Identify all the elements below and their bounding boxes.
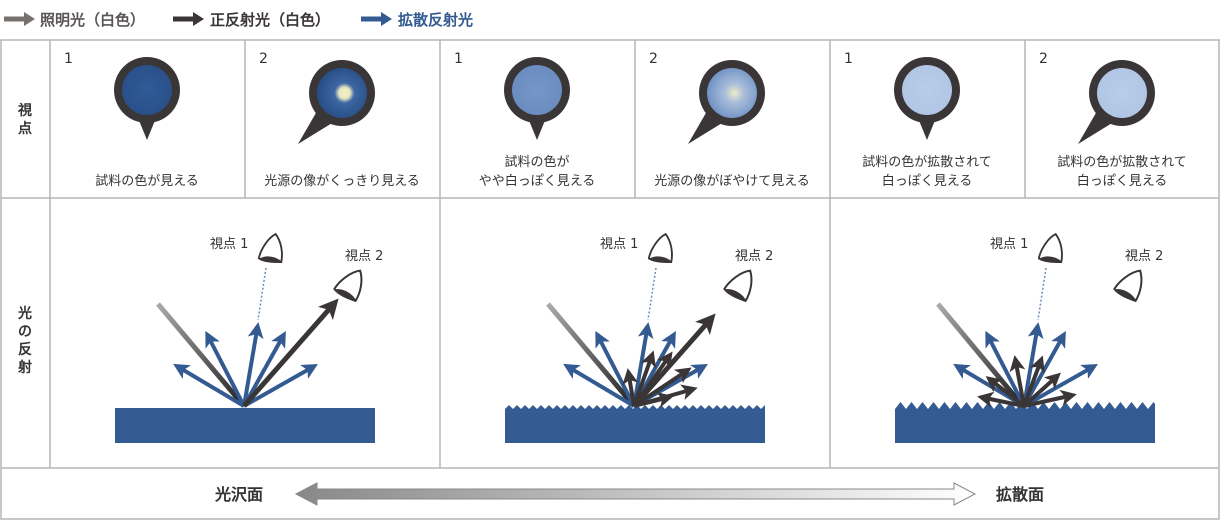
magnifier-icon (298, 60, 375, 144)
eye-icon (647, 233, 673, 264)
viewpoint-cell-1: 1 試料の色が見える (64, 51, 199, 189)
viewpoint-cell-4: 2 光源の像がぼやけて見える (649, 51, 810, 189)
incident-light (936, 302, 1024, 407)
viewpoint-2-label: 視点 2 (345, 249, 383, 264)
legend-specular: 正反射光（白色） (173, 11, 330, 29)
row-label-char: の (18, 324, 32, 340)
rough-surface (895, 409, 1155, 443)
magnifier-icon (504, 57, 570, 140)
glossy-surface (115, 408, 375, 443)
viewpoint-1-label: 視点 1 (600, 237, 638, 252)
reflection-panel-semi: 視点 1 視点 2 (505, 233, 773, 443)
magnifier-icon (114, 57, 180, 140)
legend-illumination-label: 照明光（白色） (40, 11, 145, 29)
incident-light (546, 302, 636, 408)
cell-caption: 白っぽく見える (882, 173, 973, 189)
specular-rays (622, 313, 716, 408)
incident-light (156, 302, 246, 408)
cell-caption: 試料の色が拡散されて (1057, 154, 1187, 170)
row-label-reflection: 光 の 反 射 (17, 305, 32, 376)
viewpoint-1-label: 視点 1 (210, 237, 248, 252)
row-label-char: 反 (18, 341, 32, 358)
reflection-panel-diffuse: 視点 1 視点 2 (895, 233, 1163, 443)
double-arrow-icon (294, 482, 977, 506)
cell-number: 2 (649, 51, 658, 67)
table-grid (0, 39, 1220, 520)
viewpoint-cell-6: 2 試料の色が拡散されて 白っぽく見える (1039, 51, 1187, 189)
row-label-viewpoint: 視 点 (17, 102, 32, 137)
cell-number: 1 (454, 51, 463, 67)
diffuse-rays (173, 322, 318, 408)
diffuse-rays (563, 322, 708, 408)
viewpoint-2-label: 視点 2 (1125, 249, 1163, 264)
legend: 照明光（白色） 正反射光（白色） 拡散反射光 (4, 11, 473, 29)
cell-caption: 光源の像がくっきり見える (264, 174, 420, 189)
specular-rays (977, 355, 1077, 408)
legend-diffuse: 拡散反射光 (361, 11, 473, 29)
eye-icon (257, 233, 283, 264)
eye-icon (1111, 263, 1148, 303)
eye-icon (1037, 233, 1063, 264)
sight-line (647, 267, 657, 321)
eye-icon (721, 263, 758, 303)
sight-line (257, 267, 267, 321)
diffuse-rays (953, 322, 1098, 408)
cell-caption: 試料の色が (504, 154, 569, 170)
row-label-char: 視 (17, 102, 32, 119)
magnifier-icon (894, 57, 960, 140)
cell-number: 1 (844, 51, 853, 67)
cell-caption: 試料の色が見える (95, 173, 199, 189)
cell-number: 2 (259, 51, 268, 67)
semi-rough-surface (505, 409, 765, 443)
cell-number: 2 (1039, 51, 1048, 67)
legend-illumination: 照明光（白色） (4, 11, 145, 29)
cell-caption: やや白っぽく見える (479, 173, 596, 189)
row-label-char: 点 (18, 120, 32, 137)
cell-number: 1 (64, 51, 73, 67)
viewpoint-cell-3: 1 試料の色が やや白っぽく見える (454, 51, 595, 189)
row-label-char: 光 (17, 305, 32, 322)
cell-caption: 試料の色が拡散されて (862, 154, 992, 170)
scale-left-label: 光沢面 (214, 485, 263, 504)
magnifier-icon (1078, 60, 1155, 144)
viewpoint-cell-5: 1 試料の色が拡散されて 白っぽく見える (844, 51, 992, 189)
scale-right-label: 拡散面 (996, 485, 1044, 504)
gloss-scale: 光沢面 拡散面 (214, 482, 1044, 506)
row-label-char: 射 (17, 359, 32, 376)
reflection-panel-glossy: 視点 1 視点 2 (115, 233, 383, 443)
legend-diffuse-label: 拡散反射光 (398, 11, 473, 29)
magnifier-icon (688, 60, 765, 144)
viewpoint-1-label: 視点 1 (990, 237, 1028, 252)
specular-ray (242, 298, 339, 408)
cell-caption: 光源の像がぼやけて見える (654, 174, 810, 189)
viewpoint-cell-2: 2 光源の像がくっきり見える (259, 51, 420, 189)
viewpoint-2-label: 視点 2 (735, 249, 773, 264)
legend-specular-label: 正反射光（白色） (210, 11, 330, 29)
eye-icon (331, 263, 368, 303)
cell-caption: 白っぽく見える (1077, 173, 1168, 189)
sight-line (1037, 267, 1047, 321)
